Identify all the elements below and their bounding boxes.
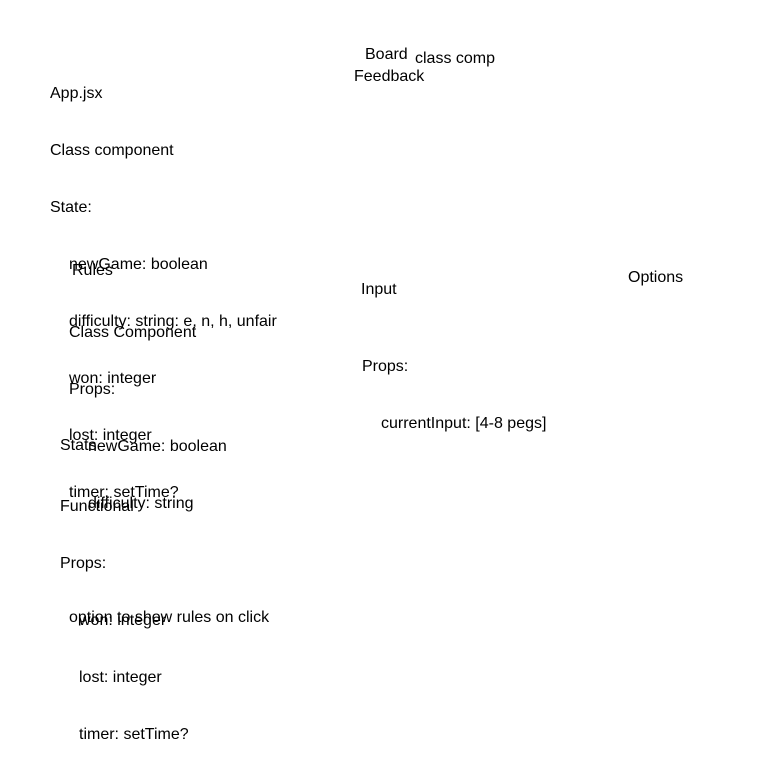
input-props-label: Props: bbox=[362, 358, 409, 375]
app-title: App.jsx bbox=[50, 85, 103, 102]
app-state-item: timer: setTime? bbox=[69, 484, 179, 501]
stats-prop: timer: setTime? bbox=[79, 726, 189, 743]
input-prop: currentInput: [4-8 pegs] bbox=[381, 415, 547, 432]
rules-prop: difficulty: string bbox=[88, 495, 194, 512]
rules-kind: Class Component bbox=[69, 324, 197, 341]
rules-prop: newGame: boolean bbox=[88, 438, 227, 455]
stats-prop: lost: integer bbox=[79, 669, 162, 686]
stats-props-label: Props: bbox=[60, 555, 107, 572]
rules-title: Rules bbox=[72, 262, 113, 279]
stats-title: Stats bbox=[60, 437, 97, 454]
app-kind: Class component bbox=[50, 142, 174, 159]
rules-props-label: Props: bbox=[69, 381, 116, 398]
app-state-item: difficulty: string: e, n, h, unfair bbox=[69, 313, 277, 330]
app-component-note: App.jsx Class component State: newGame: … bbox=[50, 46, 277, 521]
app-state-item: won: integer bbox=[69, 370, 157, 387]
board-kind: class comp bbox=[415, 50, 496, 67]
options-title: Options bbox=[628, 269, 684, 286]
input-title: Input bbox=[361, 281, 397, 298]
input-props-note: Props: currentInput: [4-8 pegs] bbox=[362, 319, 546, 452]
board-title: Board bbox=[365, 46, 408, 63]
app-state-label: State: bbox=[50, 199, 92, 216]
app-state-item: newGame: boolean bbox=[69, 256, 208, 273]
rules-component-note: Class Component Props: newGame: boolean … bbox=[69, 285, 269, 646]
app-state-item: lost: integer bbox=[69, 427, 152, 444]
stats-component-note: Functional Props: won: integer lost: int… bbox=[60, 459, 189, 763]
feedback-label: Feedback bbox=[354, 68, 425, 85]
stats-kind: Functional bbox=[60, 498, 134, 515]
